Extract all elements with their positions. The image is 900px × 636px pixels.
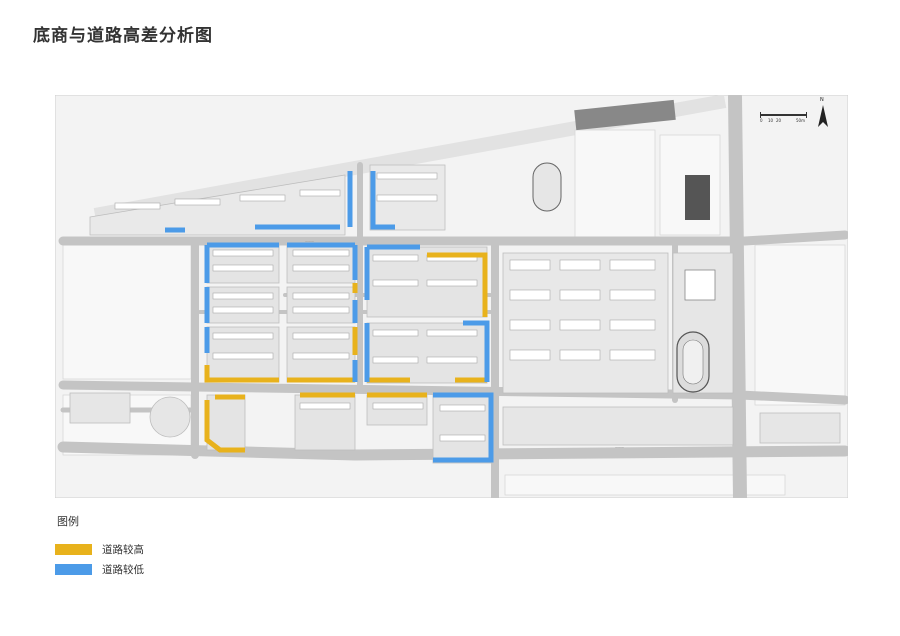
south-blocks	[69, 392, 841, 446]
legend-label-high: 道路较高	[102, 543, 144, 556]
road-labels: ——— ———	[305, 239, 624, 449]
page-title: 底商与道路高差分析图	[33, 26, 213, 46]
building-rows	[114, 172, 486, 442]
road-lower-edges	[165, 171, 494, 463]
legend-swatch-low	[55, 563, 92, 575]
north-arrow-icon: N	[816, 97, 830, 131]
svg-text:———: ———	[615, 445, 624, 449]
svg-text:———: ———	[305, 239, 314, 243]
factory-roof	[574, 99, 676, 131]
scale-label-10: 10	[768, 118, 774, 123]
scale-label-0: 0	[760, 118, 763, 123]
scale-label-50m: 50m	[796, 118, 805, 123]
scale-label-20: 20	[776, 118, 782, 123]
campus-block	[502, 252, 669, 394]
north-label: N	[820, 97, 824, 103]
legend-item-high: 道路较高	[55, 543, 144, 556]
school-grounds	[532, 99, 734, 394]
scale-bar: 0 10 20 50m	[760, 111, 810, 123]
legend-label-low: 道路较低	[102, 563, 144, 576]
dark-building	[685, 175, 710, 220]
legend-title: 图例	[57, 515, 79, 528]
site-map: ——— ——— 0 10 20 50m N	[55, 95, 848, 498]
running-track-north	[532, 162, 562, 212]
road-higher-edges	[204, 252, 488, 453]
legend-swatch-high	[55, 543, 92, 555]
parcels	[62, 129, 846, 496]
legend-item-low: 道路较低	[55, 563, 144, 576]
